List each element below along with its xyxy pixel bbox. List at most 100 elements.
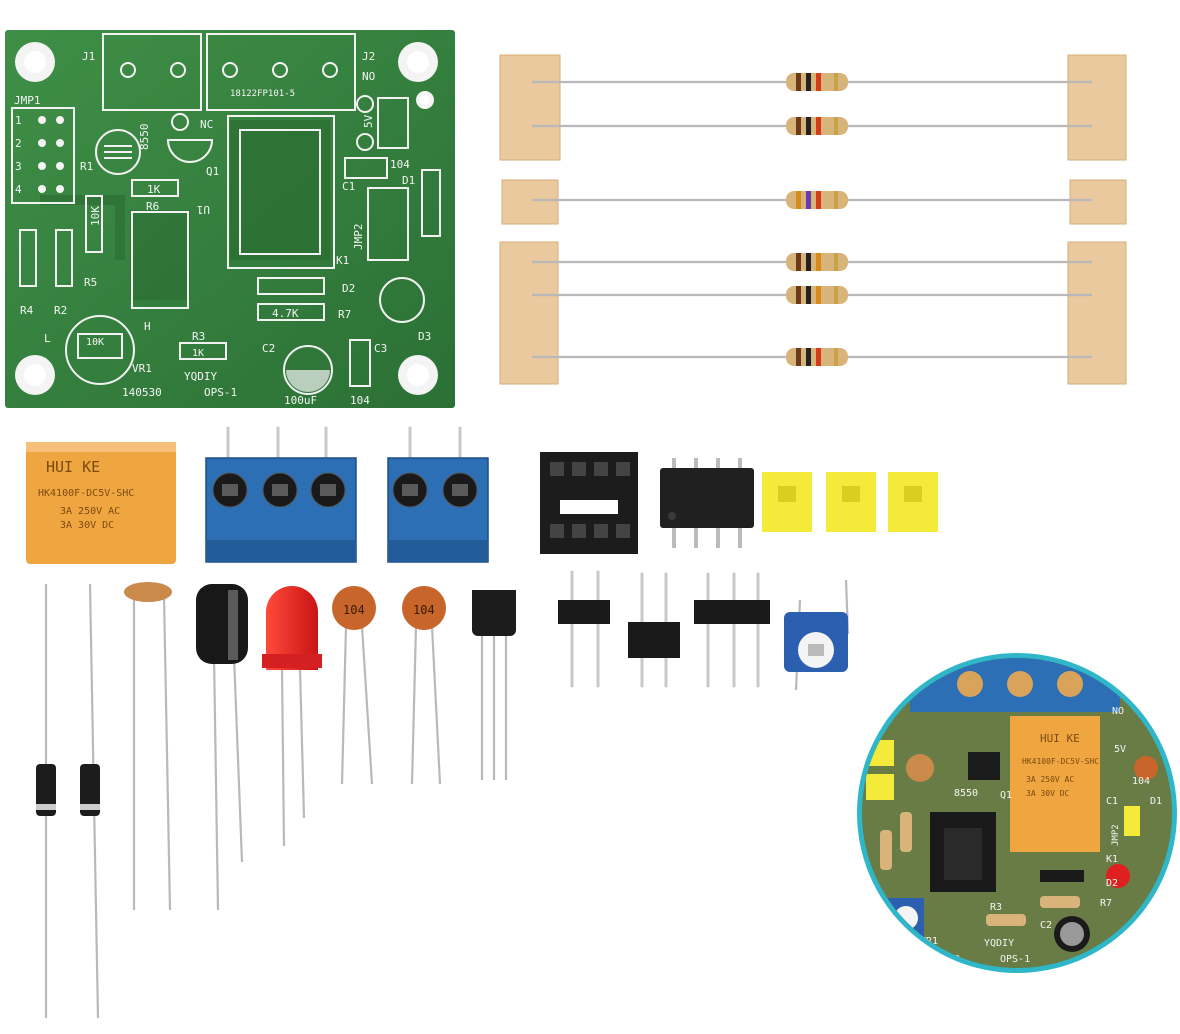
resistor [786,253,848,271]
pcb-label: H [144,320,151,333]
inset-label: 3A 30V DC [1026,789,1070,798]
pcb-label: 1 [15,114,22,127]
transistor [472,590,516,780]
pcb-label: K1 [336,254,349,267]
pcb-label: 1K [147,183,161,196]
inset-label: R7 [1100,898,1112,909]
pcb-label: OPS-1 [204,386,237,399]
inset-label: YQDIY [984,938,1014,949]
mounting-hole [15,355,55,395]
pcb-label: 8550 [138,124,151,151]
pcb-label: R5 [84,276,97,289]
inset-label: Q1 [1000,790,1012,801]
inset-label: 3A 250V AC [1026,775,1074,784]
pcb-label: Q1 [206,165,219,178]
ceramic-capacitor-label: 104 [413,603,435,617]
pcb-label: J2 [362,50,375,63]
inset-label: JMP2 [1111,824,1121,846]
pcb-label: NO [362,70,375,83]
pcb-label: R4 [20,304,34,317]
terminal-block-3pin [205,426,357,563]
pcb-label: R3 [192,330,205,343]
pcb-label: C1 [342,180,355,193]
pcb-label: 4.7K [272,307,299,320]
pcb-label: 104 [390,158,410,171]
inset-label: D2 [1106,878,1118,889]
jumper-cap [826,472,876,532]
relay-model: HK4100F-DC5V-SHC [38,488,134,499]
mounting-hole [15,42,55,82]
diode [36,584,56,1018]
pcb-label: D1 [402,174,415,187]
ic-socket [540,452,638,554]
pcb-label: YQDIY [184,370,217,383]
pcb-label: 10K [86,337,104,348]
pin-header-2 [628,572,680,688]
pcb-label: L [44,332,51,345]
ceramic-capacitor-label: 104 [343,603,365,617]
pcb-label: C3 [374,342,387,355]
ceramic-capacitor: 104 [402,586,446,785]
pcb-label: 10K [89,206,102,226]
pcb-label: 18122FP101-5 [230,89,295,99]
ceramic-capacitor: 104 [332,586,376,785]
pcb-label: J1 [82,50,95,63]
inset-relay: HUI KE HK4100F-DC5V-SHC 3A 250V AC 3A 30… [1010,716,1100,852]
relay-rating: 3A 30V DC [60,520,114,531]
jumper-cap [888,472,938,532]
led-red [262,586,322,847]
inset-closeup: HUI KE HK4100F-DC5V-SHC 3A 250V AC 3A 30… [857,653,1177,973]
pcb-board: J1 J2 NO NC JMP1 1 2 3 4 R1 8550 Q1 1K R… [5,30,455,408]
resistor-strip [499,54,1127,385]
pcb-label: 140530 [122,386,162,399]
resistor [786,73,848,91]
pcb-label: C2 [262,342,275,355]
diode [80,583,100,1019]
inset-label: 8550 [954,788,978,799]
inset-label: K1 [1106,854,1118,865]
inset-label: D1 [1150,796,1162,807]
inset-label: HUI KE [1040,732,1080,745]
relay: HUI KE HK4100F-DC5V-SHC 3A 250V AC 3A 30… [26,442,176,564]
pcb-label: 100uF [284,394,317,407]
mounting-hole [398,42,438,82]
inset-label: 5V [1114,744,1126,755]
resistor [786,348,848,366]
pcb-label: 2 [15,137,22,150]
pcb-label: 5V [362,114,375,128]
resistor [786,191,848,209]
pcb-label: JMP2 [352,224,365,251]
pcb-label: D3 [418,330,431,343]
pcb-label: 104 [350,394,370,407]
pcb-label: 1K [192,348,204,359]
inset-label: NO [1112,706,1124,717]
pcb-label: D2 [342,282,355,295]
electrolytic-capacitor [196,584,248,911]
pcb-label: NC [200,118,213,131]
pcb-label: R7 [338,308,351,321]
inset-label: R3 [990,902,1002,913]
pcb-label: R6 [146,200,159,213]
inset-label: C1 [1106,796,1118,807]
pcb-label: 4 [15,183,22,196]
photoresistor [124,582,172,911]
mounting-hole [398,355,438,395]
inset-label: C2 [1040,920,1052,931]
terminal-block-2pin [387,426,489,563]
relay-brand: HUI KE [46,458,100,476]
inset-label: HK4100F-DC5V-SHC [1022,757,1099,766]
pcb-label: R1 [80,160,93,173]
resistor [786,286,848,304]
relay-rating: 3A 250V AC [60,506,120,517]
ic-chip [660,458,754,548]
pcb-label: VR1 [132,362,152,375]
pin-header-2 [558,570,610,688]
pin-header-3 [694,572,770,688]
pcb-label: JMP1 [14,94,41,107]
inset-label: 104 [1132,776,1150,787]
jumper-cap [762,472,812,532]
resistor [786,117,848,135]
pcb-label: 3 [15,160,22,173]
trimmer-potentiometer [784,579,850,691]
